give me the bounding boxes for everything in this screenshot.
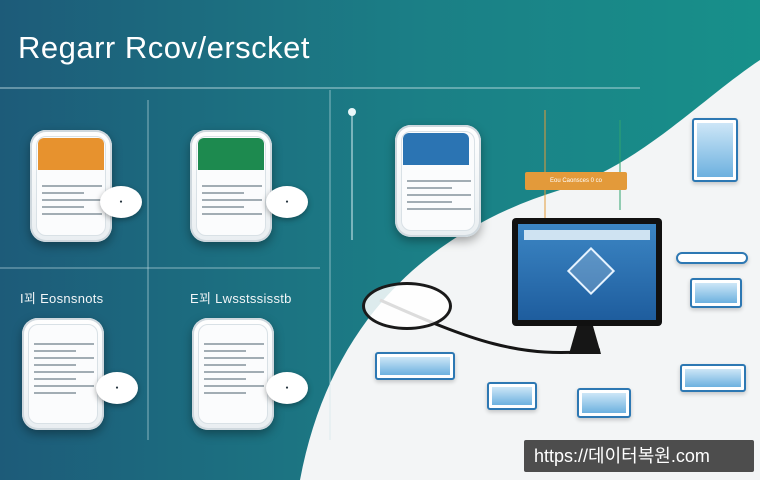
detail-bubble: ●: [100, 186, 142, 218]
page-title: Regarr Rcov/erscket: [18, 30, 311, 65]
mini-monitor: [577, 388, 631, 418]
disk-icon: [198, 138, 264, 170]
recovery-card-5[interactable]: [192, 318, 274, 430]
cube-icon: [566, 246, 616, 296]
watermark-url: https://데이터복원.com: [524, 440, 754, 472]
disk-icon: [38, 138, 104, 170]
detail-bubble: ●: [266, 372, 308, 404]
disk-icon: [403, 133, 469, 165]
monitor: [512, 218, 662, 326]
recovery-card-3[interactable]: [395, 125, 481, 237]
cable-icon: [676, 252, 748, 264]
section-label-middle: E꾀 Lwsstssisstb: [190, 291, 292, 306]
status-banner: Eou Caonsces 0 co: [525, 172, 627, 190]
mini-monitor: [487, 382, 537, 410]
magnifier-icon: [362, 282, 452, 330]
section-label-left: I꾀 Eosnsnots: [20, 291, 104, 306]
mini-monitor: [375, 352, 455, 380]
recovery-card-4[interactable]: [22, 318, 104, 430]
disk-icon: [692, 118, 738, 182]
mini-monitor: [680, 364, 746, 392]
drive-icon: [690, 278, 742, 308]
detail-bubble: ●: [266, 186, 308, 218]
detail-bubble: ●: [96, 372, 138, 404]
recovery-card-1[interactable]: [30, 130, 112, 242]
recovery-card-2[interactable]: [190, 130, 272, 242]
